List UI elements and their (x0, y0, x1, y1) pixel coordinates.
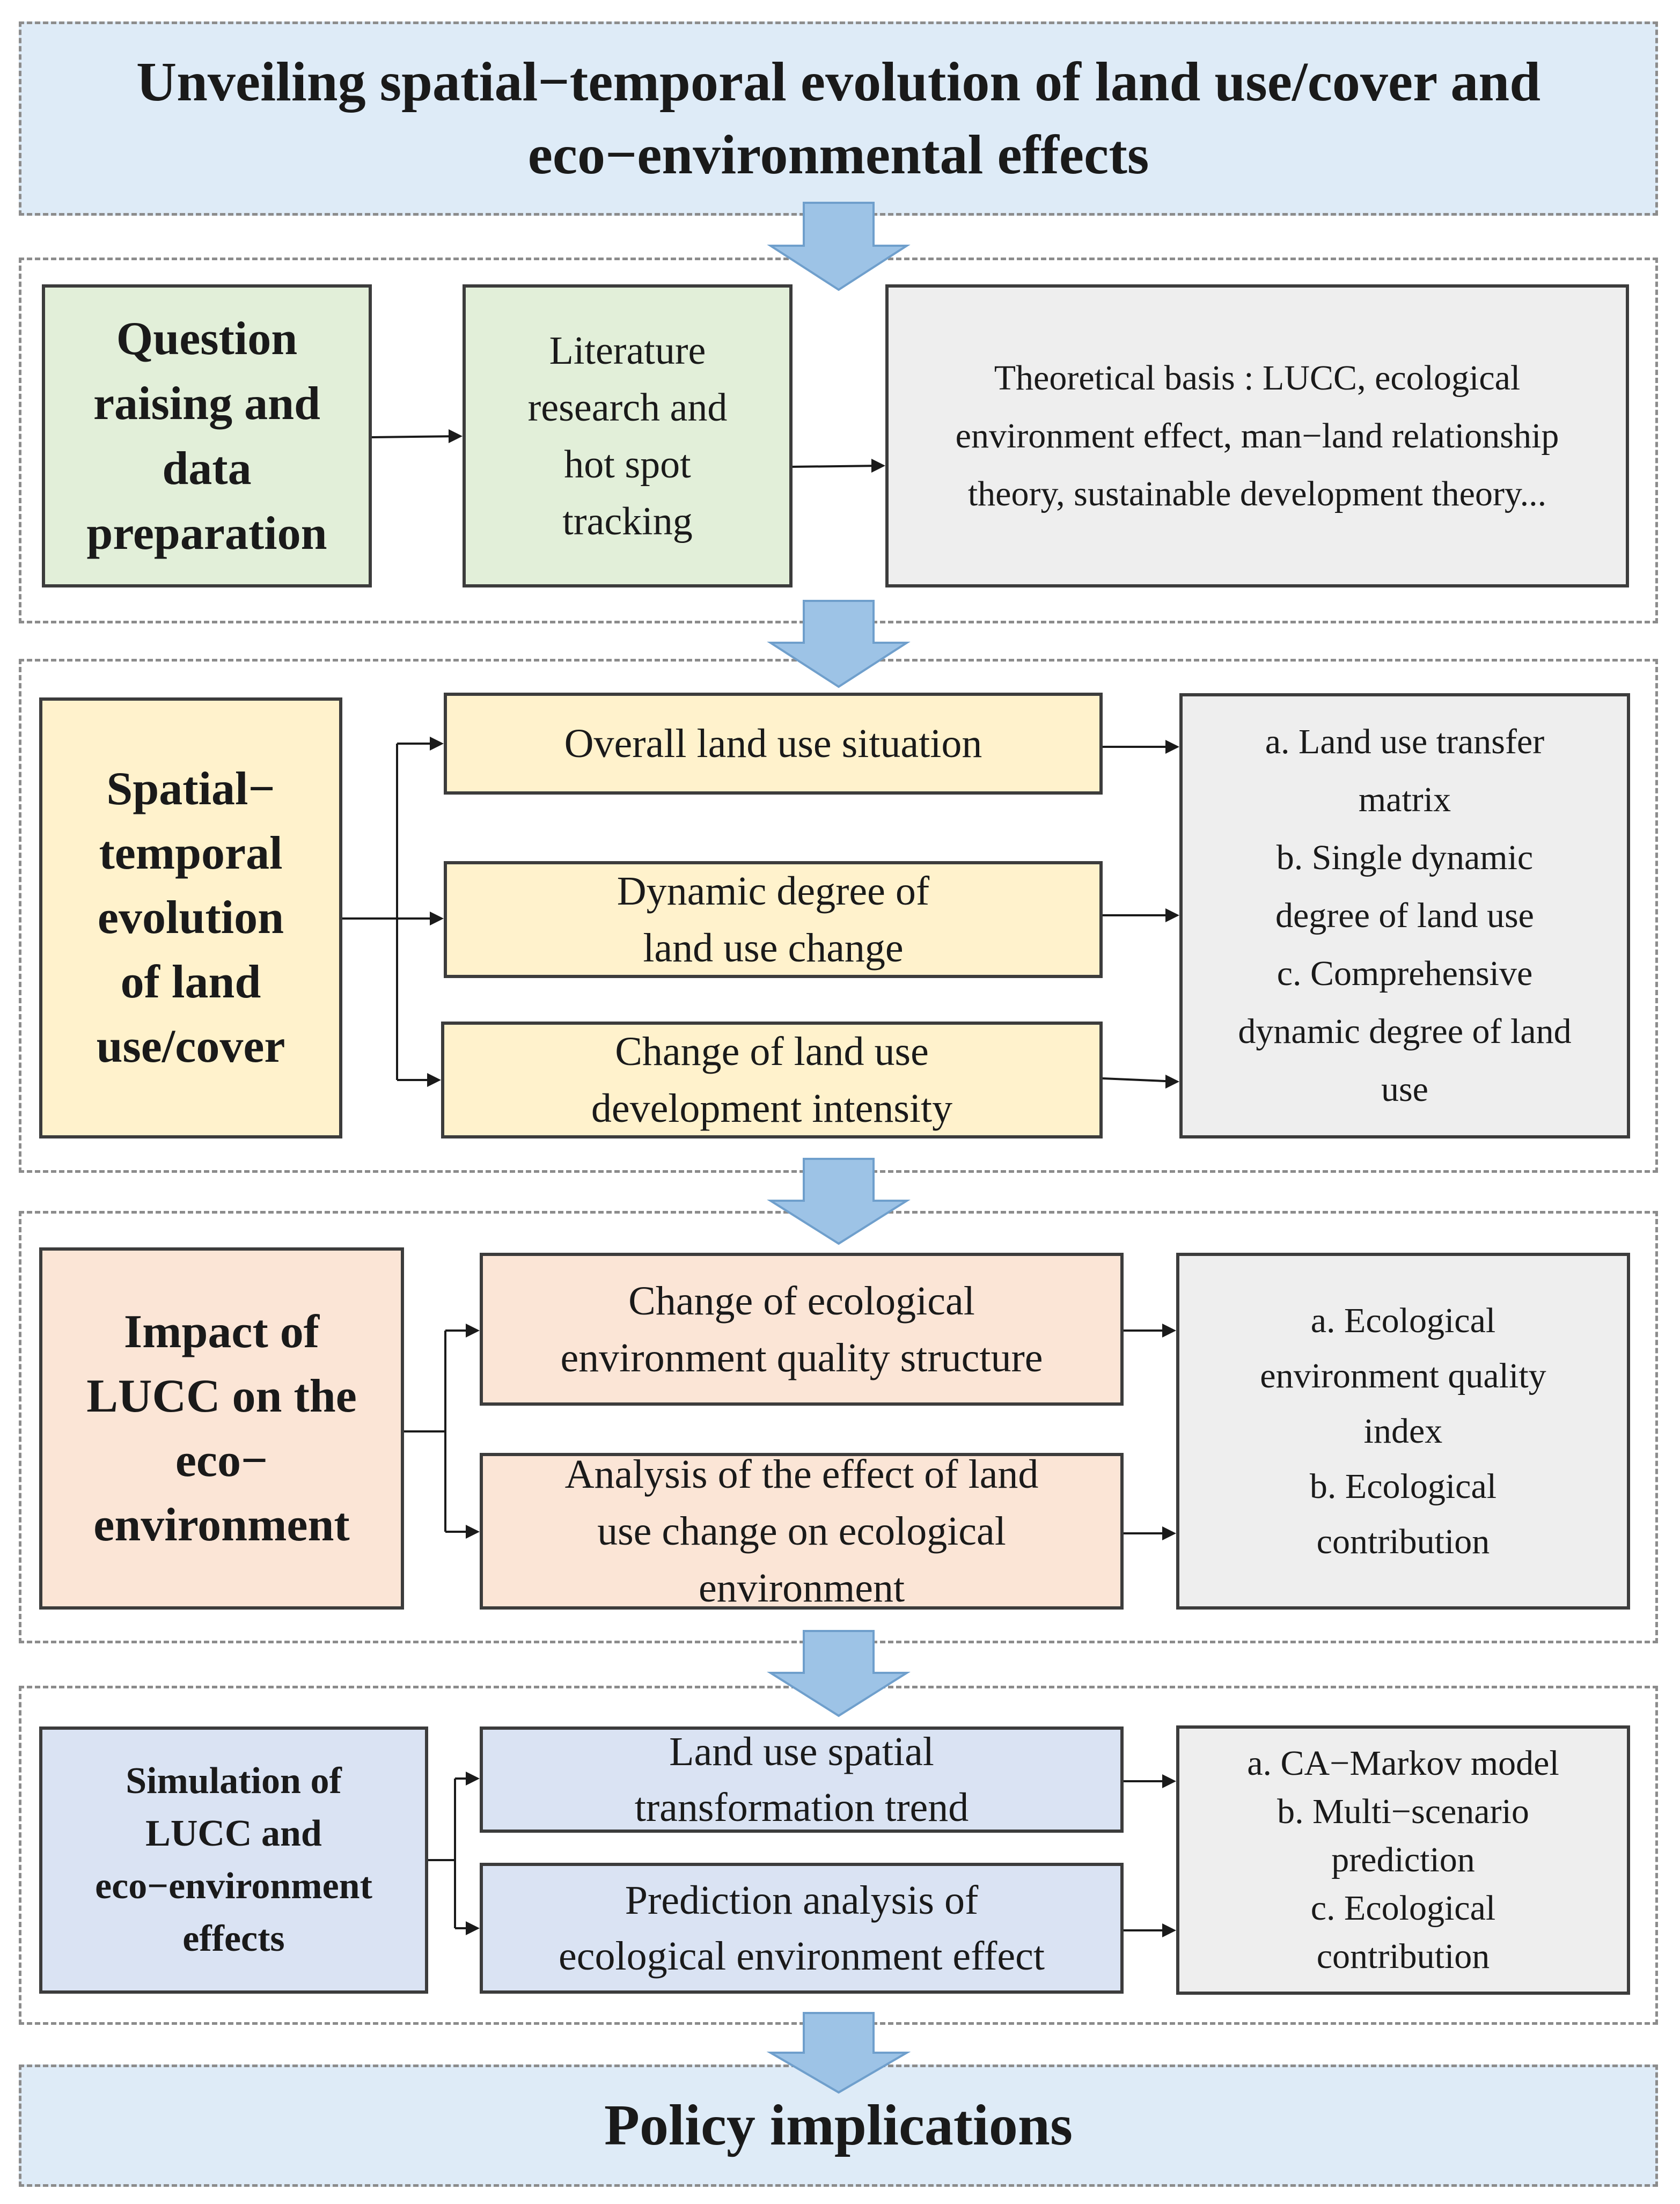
quality-structure-box: Change of ecological environment quality… (480, 1253, 1124, 1406)
literature-research-label: Literature research and hot spot trackin… (527, 328, 728, 543)
overall-land-use-box: Overall land use situation (444, 693, 1103, 795)
effect-analysis-label: Analysis of the effect of land use chang… (564, 1452, 1039, 1611)
land-use-methods-box: a. Land use transfer matrix b. Single dy… (1179, 693, 1630, 1138)
lucc-impact-box: Impact of LUCC on the eco− environment (39, 1247, 404, 1610)
overall-land-use-label: Overall land use situation (564, 721, 982, 766)
development-intensity-label: Change of land use development intensity (591, 1029, 953, 1131)
dynamic-degree-label: Dynamic degree of land use change (617, 869, 930, 971)
title-banner: Unveiling spatial−temporal evolution of … (19, 21, 1658, 216)
policy-label: Policy implications (604, 2093, 1073, 2157)
development-intensity-box: Change of land use development intensity (441, 1022, 1103, 1138)
eco-methods-box: a. Ecological environment quality index … (1176, 1253, 1630, 1610)
transformation-trend-box: Land use spatial transformation trend (480, 1727, 1124, 1833)
quality-structure-label: Change of ecological environment quality… (560, 1278, 1043, 1380)
prediction-analysis-label: Prediction analysis of ecological enviro… (559, 1878, 1045, 1979)
question-raising-label: Question raising and data preparation (86, 312, 327, 560)
theoretical-basis-box: Theoretical basis : LUCC, ecological env… (885, 284, 1629, 587)
simulation-label: Simulation of LUCC and eco−environment e… (95, 1760, 372, 1959)
prediction-analysis-box: Prediction analysis of ecological enviro… (480, 1863, 1124, 1994)
policy-banner: Policy implications (19, 2065, 1658, 2187)
lucc-impact-label: Impact of LUCC on the eco− environment (86, 1305, 357, 1551)
land-use-methods-label: a. Land use transfer matrix b. Single dy… (1238, 722, 1572, 1109)
effect-analysis-box: Analysis of the effect of land use chang… (480, 1452, 1124, 1611)
spatial-temporal-evolution-box: Spatial− temporal evolution of land use/… (39, 697, 342, 1138)
simulation-box: Simulation of LUCC and eco−environment e… (39, 1727, 428, 1994)
simulation-methods-label: a. CA−Markov model b. Multi−scenario pre… (1247, 1744, 1559, 1976)
title-line-1: Unveiling spatial−temporal evolution of … (136, 51, 1541, 113)
title-line-2: eco−environmental effects (527, 124, 1149, 186)
eco-methods-label: a. Ecological environment quality index … (1260, 1301, 1546, 1561)
literature-research-box: Literature research and hot spot trackin… (463, 284, 793, 587)
spatial-temporal-evolution-label: Spatial− temporal evolution of land use/… (96, 763, 285, 1072)
dynamic-degree-box: Dynamic degree of land use change (444, 861, 1103, 978)
question-raising-box: Question raising and data preparation (42, 284, 372, 587)
simulation-methods-box: a. CA−Markov model b. Multi−scenario pre… (1176, 1725, 1630, 1995)
theoretical-basis-label: Theoretical basis : LUCC, ecological env… (955, 358, 1559, 513)
transformation-trend-label: Land use spatial transformation trend (634, 1729, 969, 1830)
